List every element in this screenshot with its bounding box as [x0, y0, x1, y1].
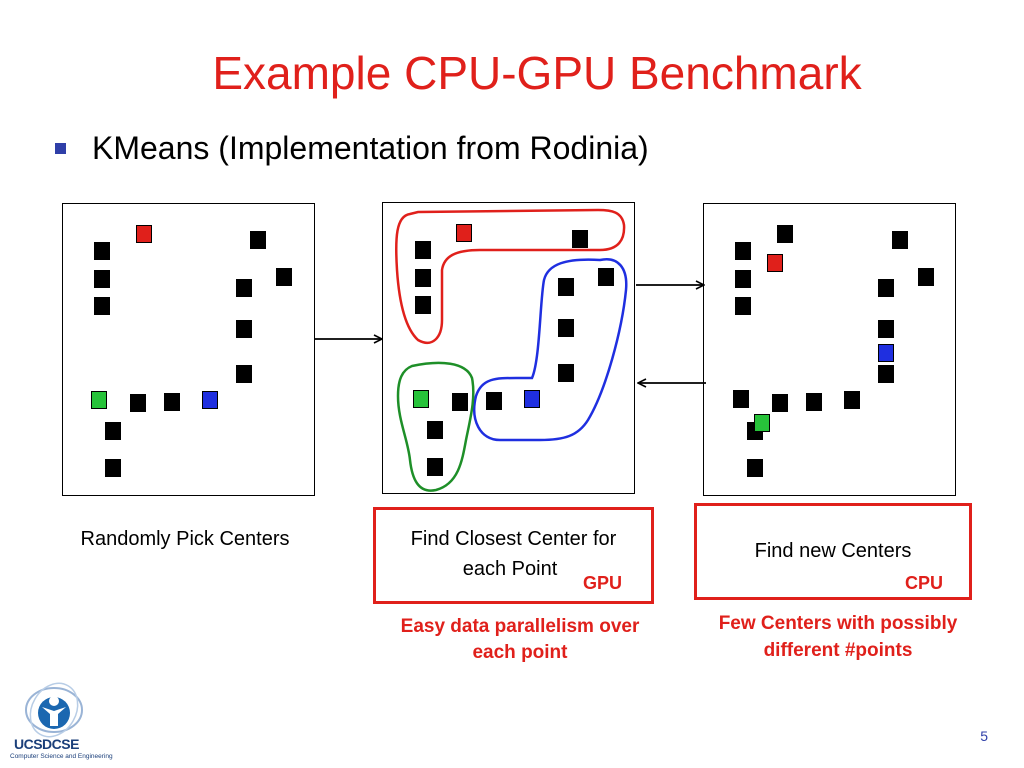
data-point — [558, 278, 574, 296]
data-point — [733, 390, 749, 408]
data-point — [918, 268, 934, 286]
data-point — [164, 393, 180, 411]
step3-processor-cpu: CPU — [905, 573, 944, 593]
data-point — [777, 225, 793, 243]
data-point — [598, 268, 614, 286]
center-blue — [524, 390, 540, 408]
step2-caption-line1: Find Closest Center for — [410, 528, 617, 550]
data-point — [105, 459, 121, 477]
step3-box — [694, 503, 972, 600]
center-green — [413, 390, 429, 408]
data-point — [236, 320, 252, 338]
data-point — [250, 231, 266, 249]
data-point — [892, 231, 908, 249]
data-point — [105, 422, 121, 440]
data-point — [486, 392, 502, 410]
data-point — [844, 391, 860, 409]
logo-globe-icon — [25, 682, 83, 738]
data-point — [236, 279, 252, 297]
step2-note-line1: Easy data parallelism over — [400, 616, 640, 637]
data-point — [772, 394, 788, 412]
data-point — [735, 270, 751, 288]
bullet-text: KMeans (Implementation from Rodinia) — [92, 130, 649, 166]
logo-wordmark-cse: CSE — [51, 736, 80, 752]
bullet-item: KMeans (Implementation from Rodinia) — [55, 130, 649, 167]
step3-caption: Find new Centers — [754, 540, 912, 562]
data-point — [415, 296, 431, 314]
data-point — [130, 394, 146, 412]
panel-new-centers — [703, 203, 956, 496]
step2-processor-gpu: GPU — [583, 573, 623, 593]
center-red — [767, 254, 783, 272]
data-point — [747, 459, 763, 477]
step3-note-line1: Few Centers with possibly — [718, 613, 958, 634]
center-blue — [202, 391, 218, 409]
data-point — [415, 269, 431, 287]
step2-box — [373, 507, 654, 604]
data-point — [735, 242, 751, 260]
center-green — [91, 391, 107, 409]
step2-caption-line2: each Point — [462, 558, 558, 580]
data-point — [452, 393, 468, 411]
logo-wordmark-ucsd: UCSD — [14, 736, 52, 752]
bullet-square-icon — [55, 143, 66, 154]
step2-note-line2: each point — [472, 642, 568, 663]
data-point — [427, 458, 443, 476]
data-point — [94, 297, 110, 315]
ucsd-cse-logo: UCSDCSE Computer Science and Engineering — [10, 680, 113, 764]
center-green — [754, 414, 770, 432]
data-point — [558, 319, 574, 337]
page-number: 5 — [980, 728, 988, 744]
step1-caption: Randomly Pick Centers — [80, 528, 290, 550]
cluster-outline-blue — [473, 257, 628, 442]
data-point — [415, 241, 431, 259]
center-red — [456, 224, 472, 242]
data-point — [276, 268, 292, 286]
data-point — [878, 365, 894, 383]
data-point — [558, 364, 574, 382]
center-red — [136, 225, 152, 243]
step3-note-line2: different #points — [763, 640, 913, 661]
slide-title: Example CPU-GPU Benchmark — [212, 47, 862, 99]
data-point — [427, 421, 443, 439]
data-point — [806, 393, 822, 411]
data-point — [878, 320, 894, 338]
cluster-outline-red — [394, 208, 626, 345]
center-blue — [878, 344, 894, 362]
data-point — [572, 230, 588, 248]
data-point — [735, 297, 751, 315]
data-point — [94, 270, 110, 288]
cluster-outline-green — [396, 361, 475, 492]
logo-subtitle: Computer Science and Engineering — [10, 753, 113, 760]
data-point — [94, 242, 110, 260]
data-point — [236, 365, 252, 383]
data-point — [878, 279, 894, 297]
panel-random-centers — [62, 203, 315, 496]
